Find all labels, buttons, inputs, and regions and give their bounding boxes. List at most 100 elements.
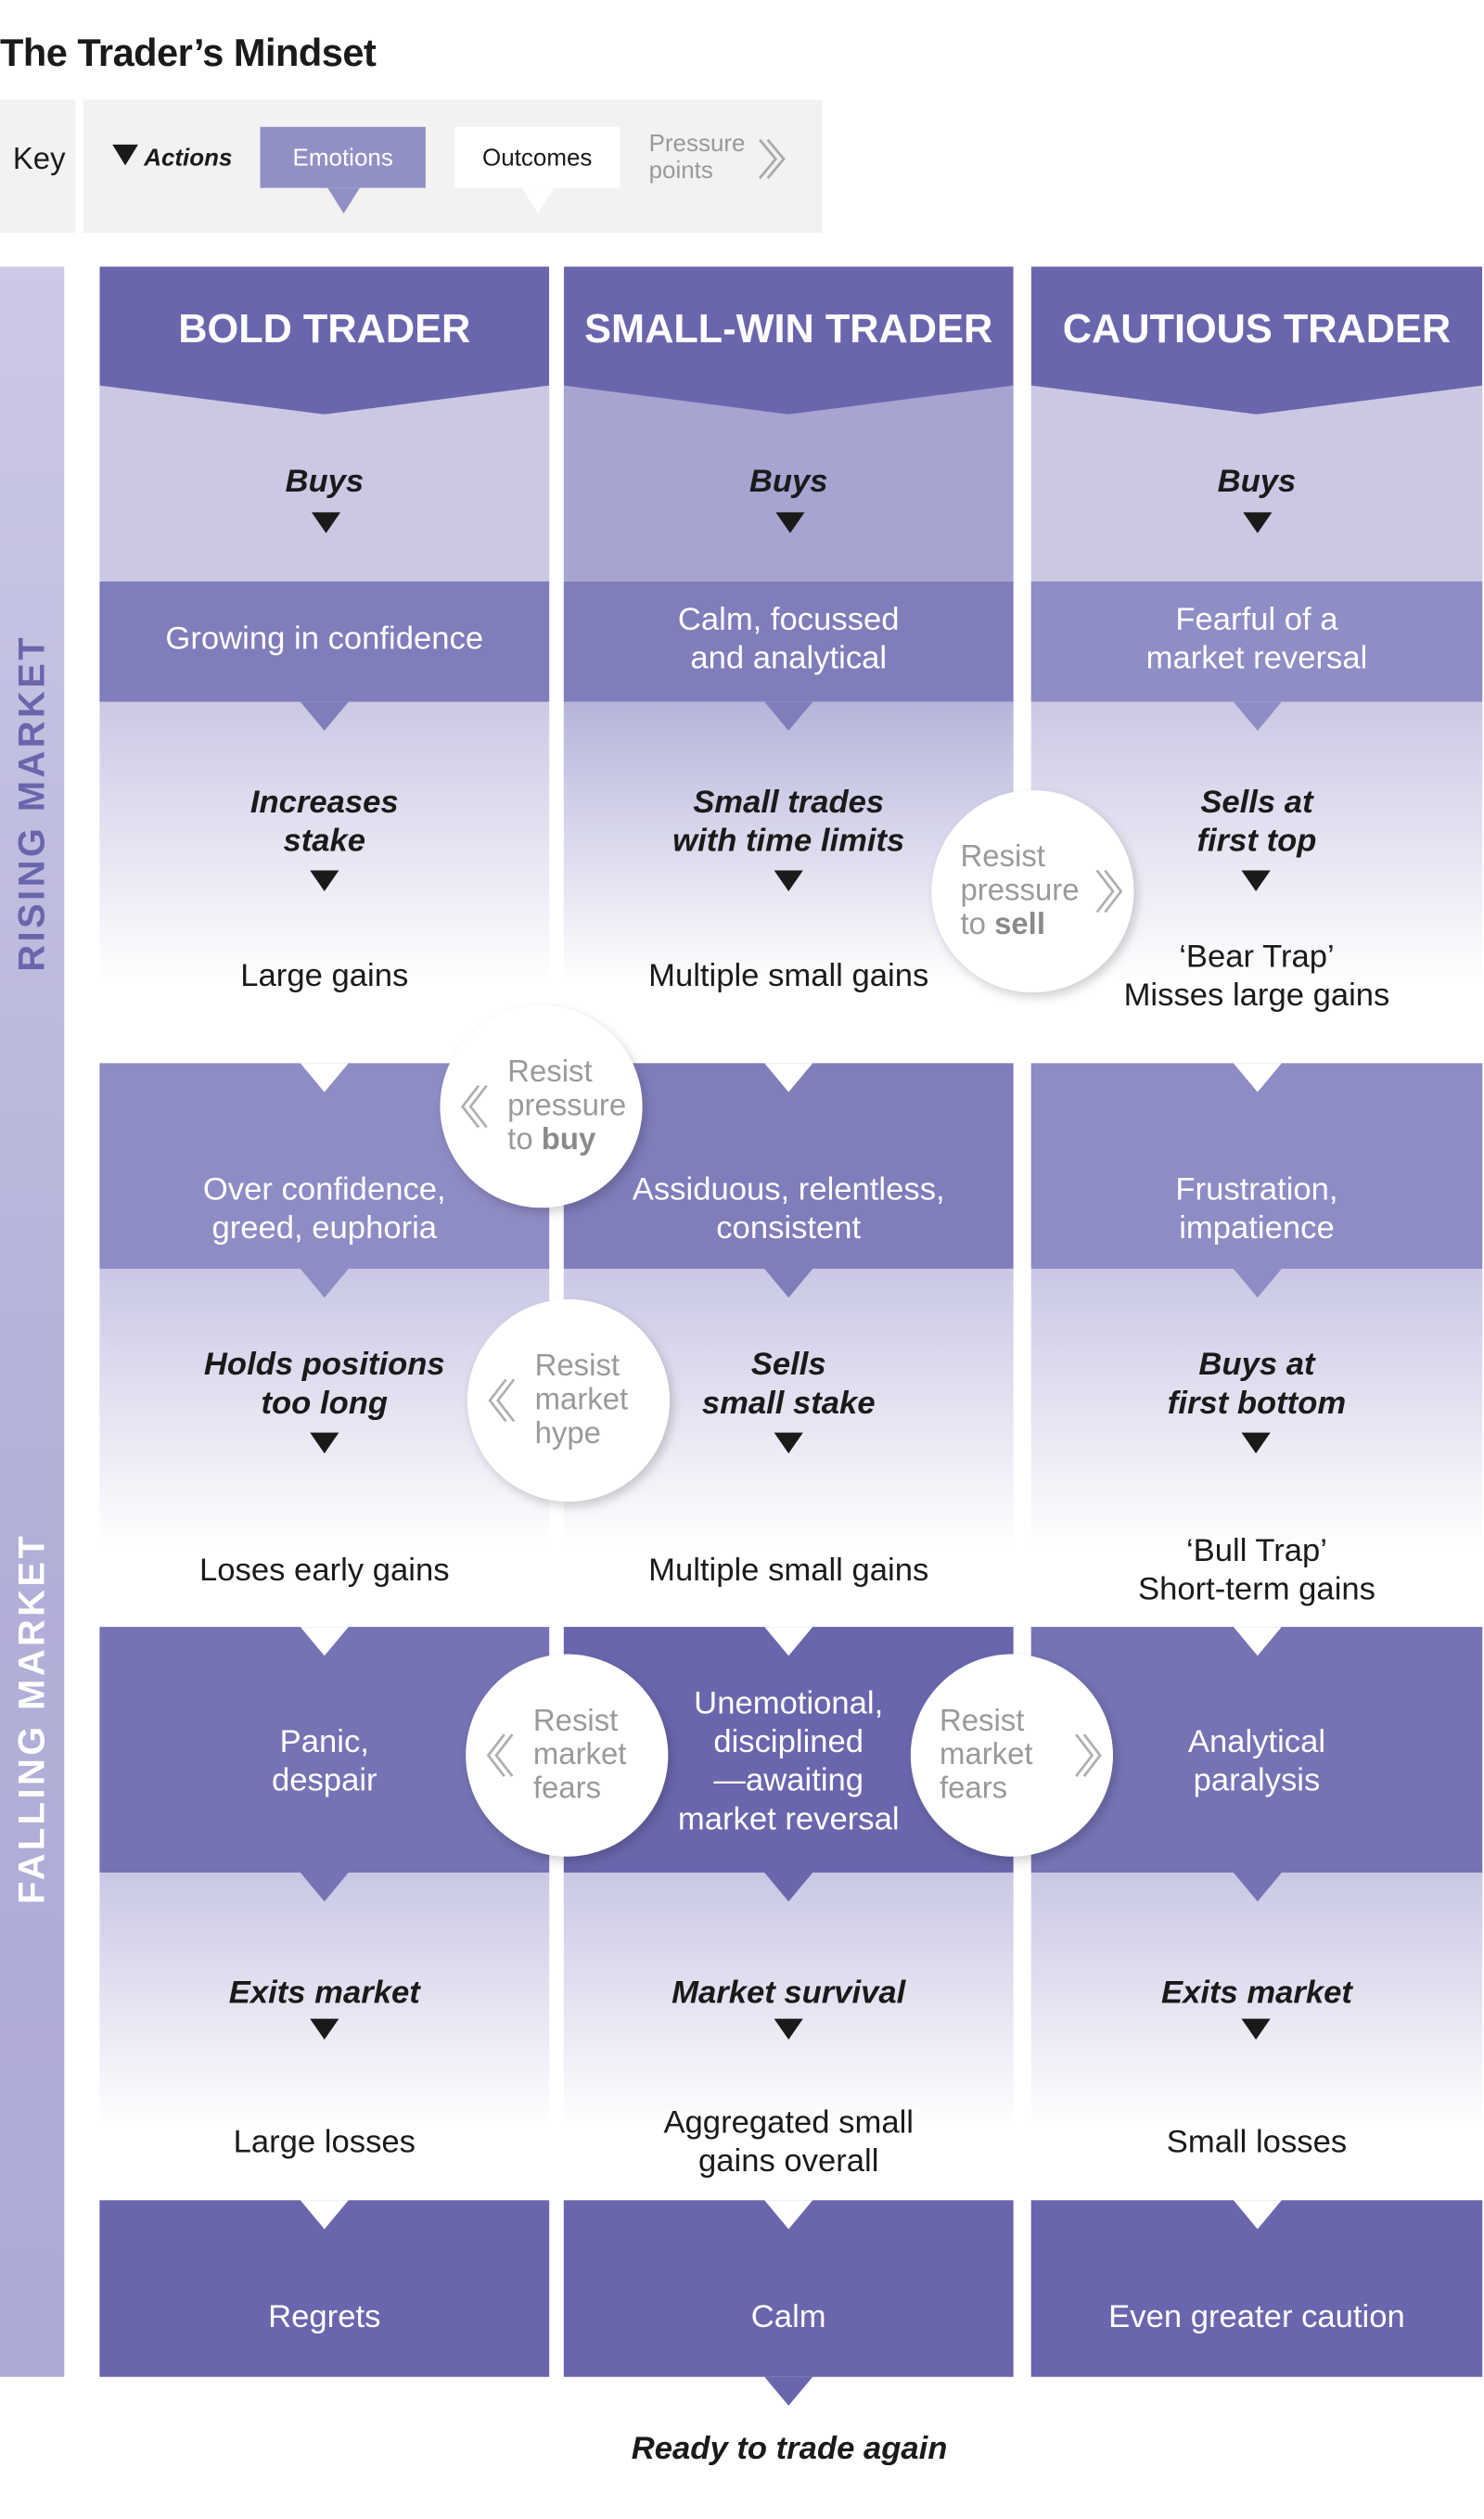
speech-tail-icon — [764, 1873, 813, 1902]
emotion-box — [563, 1063, 1014, 1298]
notch-icon — [1233, 1627, 1281, 1656]
double-chevron-right-icon — [758, 138, 786, 180]
emotion-box — [1030, 581, 1483, 731]
action-label: Holds positions too long — [203, 1347, 445, 1422]
action-label: Exits market — [228, 1975, 420, 2011]
speech-tail-icon — [300, 1873, 349, 1902]
triangle-down-icon — [1241, 1432, 1271, 1454]
legend-outcomes-label: Outcomes — [482, 143, 593, 172]
triangle-down-icon — [1241, 870, 1271, 892]
column-header: BOLD TRADER — [99, 266, 550, 415]
triangle-down-icon — [310, 870, 339, 892]
outcome-label: Small losses — [1166, 2124, 1348, 2161]
legend-actions-label: Actions — [144, 144, 233, 173]
emotion-box — [99, 2200, 550, 2377]
column-header-title: SMALL-WIN TRADER — [584, 306, 993, 352]
falling-market-label: FALLING MARKET — [10, 1532, 53, 1904]
pressure-point-circle: Resist pressure to sell — [931, 789, 1134, 993]
pressure-point-text: Resist pressure to — [960, 840, 1080, 942]
action-buys: Buys — [1217, 464, 1297, 500]
triangle-down-icon — [310, 1432, 339, 1454]
pressure-point-emphasis: sell — [994, 908, 1045, 942]
emotion-label: Calm — [750, 2299, 826, 2335]
action-label: Increases stake — [249, 785, 399, 860]
pressure-point-label: Resist pressure to buy — [507, 1056, 626, 1157]
column-header-title: CAUTIOUS TRADER — [1062, 306, 1452, 352]
notch-icon — [1233, 2200, 1281, 2230]
speech-tail-icon — [764, 2376, 813, 2406]
triangle-down-icon — [1241, 2018, 1271, 2040]
outcome-label: Large gains — [240, 958, 409, 994]
notch-icon — [300, 1063, 349, 1093]
outcome-label: Aggregated small gains overall — [663, 2105, 914, 2180]
action-buys: Buys — [285, 464, 365, 500]
notch-icon — [764, 2200, 813, 2230]
double-chevron-left-icon — [488, 1378, 516, 1423]
action-label: Exits market — [1160, 1975, 1352, 2011]
action-label: Small trades with time limits — [672, 785, 905, 860]
rising-market-label: RISING MARKET — [10, 633, 53, 972]
pressure-point-circle: Resist pressure to buy — [440, 1004, 643, 1208]
speech-tail-icon — [764, 1268, 813, 1298]
emotion-label: Fearful of a market reversal — [1145, 602, 1368, 677]
emotion-label: Analytical paralysis — [1187, 1724, 1326, 1799]
notch-icon — [1233, 1063, 1281, 1093]
notch-icon — [764, 1627, 813, 1656]
pressure-point-label: Resist market fears — [533, 1705, 627, 1806]
action-buys: Buys — [748, 464, 828, 500]
legend-emotions: Emotions — [260, 126, 426, 214]
emotion-box — [563, 2200, 1014, 2406]
outcome-label: Multiple small gains — [648, 958, 929, 994]
triangle-down-icon — [775, 512, 805, 533]
emotion-label: Over confidence, greed, euphoria — [202, 1172, 446, 1247]
key-label: Key — [12, 143, 66, 177]
triangle-down-icon — [311, 512, 341, 533]
action-region — [563, 385, 1014, 582]
triangle-down-icon — [774, 1432, 803, 1454]
market-sidebar: RISING MARKET FALLING MARKET — [0, 266, 65, 2377]
outcome-label: ‘Bull Trap’ Short-term gains — [1137, 1533, 1375, 1608]
action-label: Buys at first bottom — [1167, 1347, 1347, 1422]
outcome-label: ‘Bear Trap’ Misses large gains — [1123, 939, 1390, 1014]
emotion-label: Panic, despair — [271, 1724, 377, 1799]
action-region — [99, 385, 550, 582]
outcome-label: Large losses — [233, 2124, 416, 2161]
action-region — [1030, 385, 1483, 582]
footer-ready-to-trade: Ready to trade again — [631, 2431, 948, 2467]
emotion-label: Growing in confidence — [165, 621, 484, 658]
pressure-point-text: Resist market fears — [532, 1705, 627, 1807]
speech-tail-icon — [521, 187, 555, 214]
page-title: The Trader’s Mindset — [0, 32, 377, 76]
pressure-point-circle: Resist market hype — [467, 1298, 671, 1502]
notch-icon — [300, 2200, 349, 2230]
triangle-down-icon — [774, 870, 803, 892]
double-chevron-left-icon — [486, 1733, 514, 1777]
legend: Actions Emotions Outcomes Pressure point… — [83, 99, 823, 234]
emotion-box — [563, 581, 1014, 731]
double-chevron-right-icon — [1075, 1733, 1102, 1777]
speech-tail-icon — [1233, 1873, 1281, 1902]
speech-tail-icon — [300, 701, 349, 731]
action-label: Sells small stake — [701, 1347, 876, 1422]
speech-tail-icon — [1233, 1268, 1281, 1298]
column-header: CAUTIOUS TRADER — [1030, 266, 1483, 415]
emotion-label: Even greater caution — [1108, 2299, 1405, 2335]
triangle-down-icon — [774, 2018, 803, 2040]
outcome-label: Loses early gains — [199, 1553, 450, 1589]
emotion-box — [99, 581, 550, 731]
outcome-label: Multiple small gains — [648, 1553, 929, 1589]
column-header-title: BOLD TRADER — [178, 306, 471, 352]
emotion-label: Frustration, impatience — [1175, 1172, 1338, 1247]
pressure-point-label: Resist market fears — [940, 1705, 1033, 1806]
pressure-point-text: Resist pressure to — [507, 1055, 627, 1157]
emotion-box — [1030, 1063, 1483, 1298]
legend-emotions-label: Emotions — [292, 143, 393, 172]
action-label: Market survival — [672, 1975, 906, 2011]
key-label-cell: Key — [0, 99, 76, 234]
speech-tail-icon — [327, 187, 360, 214]
legend-actions: Actions — [112, 144, 233, 173]
